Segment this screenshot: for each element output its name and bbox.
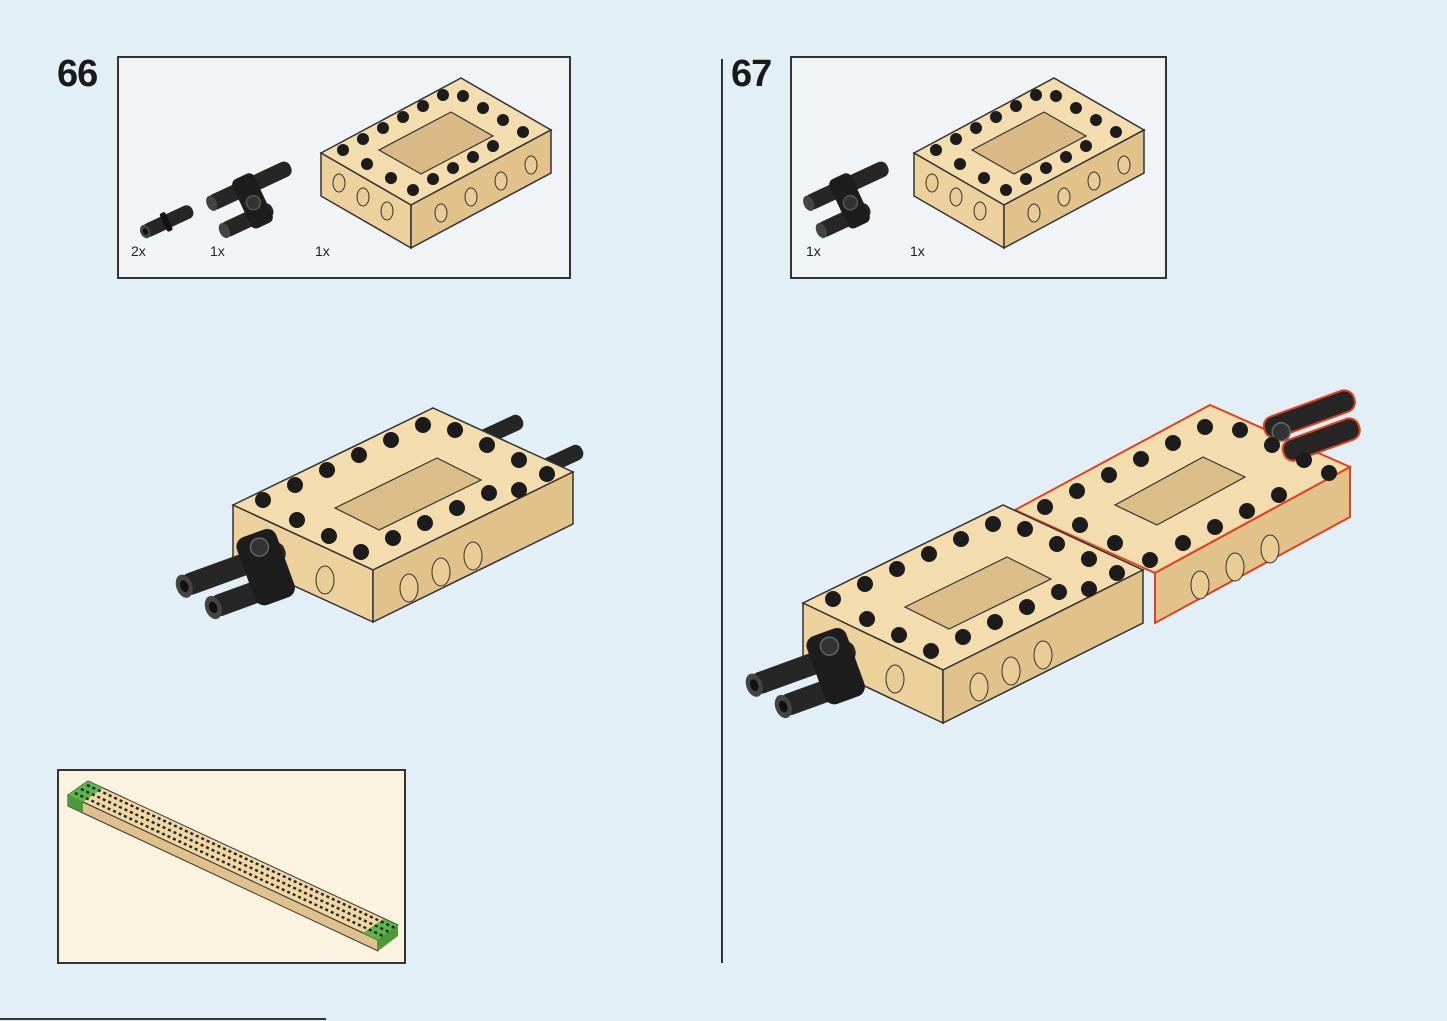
overview-inset xyxy=(57,769,406,964)
double-pin-connector-icon xyxy=(207,156,307,246)
assembly-illustration-66 xyxy=(185,400,595,630)
open-frame-brick-icon xyxy=(311,68,561,253)
qty-label: 1x xyxy=(910,243,925,259)
open-frame-brick-icon xyxy=(904,68,1154,253)
qty-label: 1x xyxy=(806,243,821,259)
qty-label: 1x xyxy=(210,243,225,259)
step-divider xyxy=(721,59,723,963)
step-number-66: 66 xyxy=(57,53,97,96)
assembly-illustration-67 xyxy=(755,385,1370,730)
friction-pin-icon xyxy=(133,196,203,246)
double-pin-connector-icon xyxy=(804,156,904,246)
parts-callout-66: 2x 1x 1x xyxy=(117,56,571,279)
overview-model-illustration xyxy=(63,775,403,960)
footer-rule xyxy=(0,1018,326,1020)
step-number-67: 67 xyxy=(731,53,771,96)
qty-label: 2x xyxy=(131,243,146,259)
qty-label: 1x xyxy=(315,243,330,259)
parts-callout-67: 1x 1x xyxy=(790,56,1167,279)
